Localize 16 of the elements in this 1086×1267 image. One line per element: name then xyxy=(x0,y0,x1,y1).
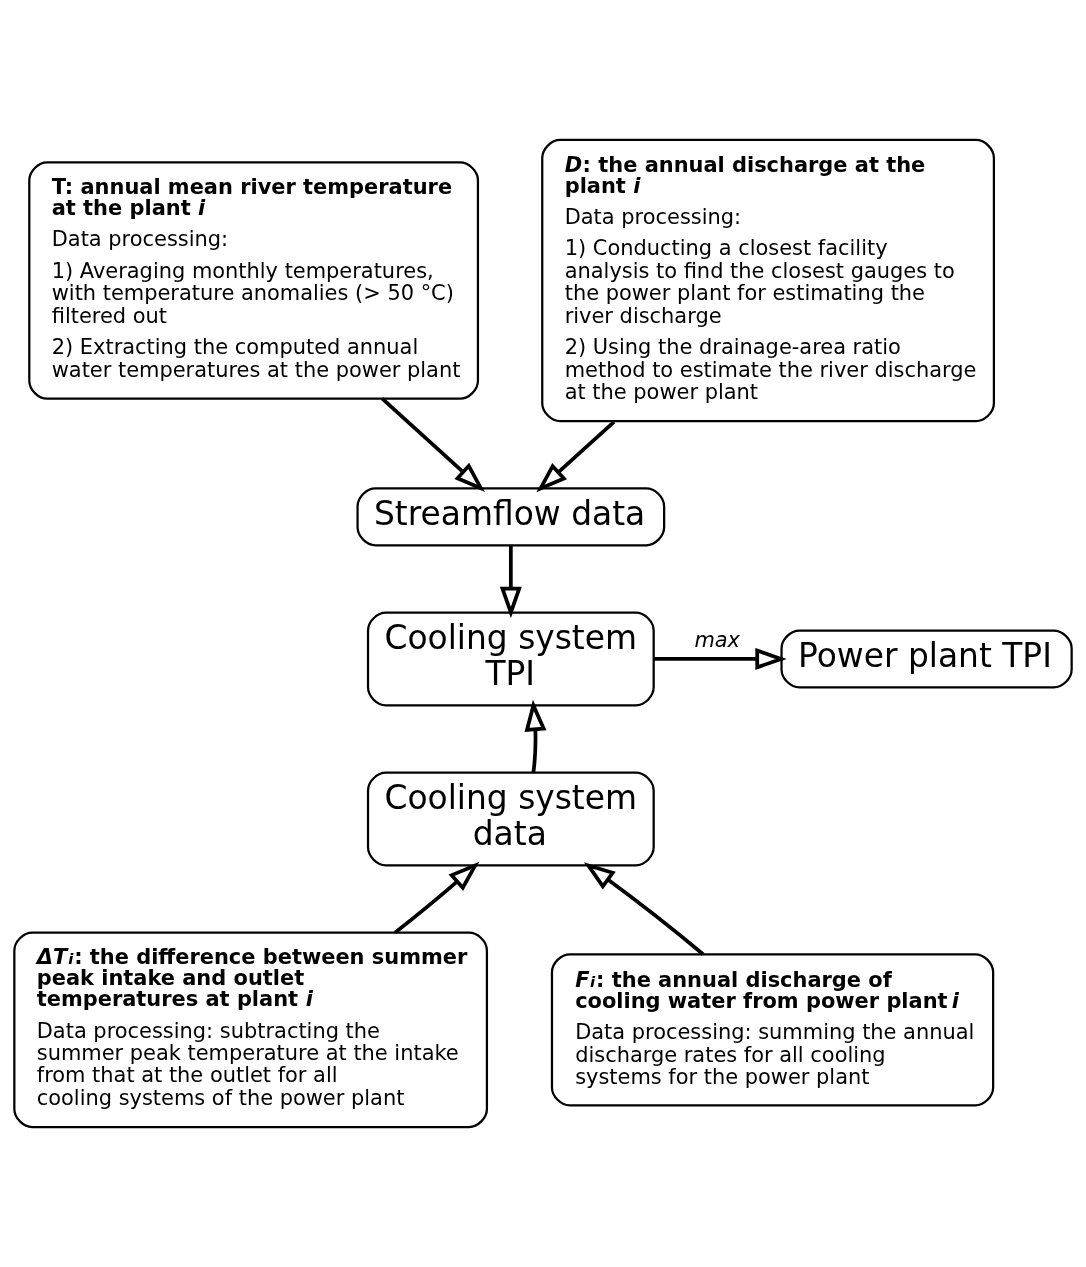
node-box: Fi: the annual discharge of cooling water from power plant i Data processing: summing the annual discharge rates for all cooling systems for the power plant xyxy=(550,953,995,1107)
arrow xyxy=(583,862,705,956)
arrow xyxy=(380,397,486,492)
node-box: Streamflow data xyxy=(356,487,666,547)
node-box: ΔTi: the difference between summer peak intake and outlet temperatures at plant i Data processing: subtracting the summer peak temperature at the intake from that at the outlet for all cooling systems of the power plant xyxy=(13,931,489,1129)
arrow xyxy=(653,647,787,670)
node-box: Cooling system data xyxy=(366,771,655,867)
arrow xyxy=(524,699,547,773)
arrow xyxy=(536,420,616,493)
node-box: Cooling system TPI xyxy=(366,611,655,707)
edge-label: max xyxy=(694,628,741,653)
node-box: T: annual mean river temperature at the plant i Data processing: 1) Averaging monthly temperatures, with temperature anomalies (> 50 °C) filtered out 2) Extracting the computed annual water temperatures at the power plant xyxy=(28,161,480,400)
node-box: Power plant TPI xyxy=(780,629,1073,689)
arrow xyxy=(499,545,522,619)
node-box: D: the annual discharge at the plant i Data processing: 1) Conducting a closest facility analysis to find the closest gauges to the power plant for estimating the river discharge 2) Using the drainage-area ratio method to estimate the river discharge at the power plant xyxy=(541,138,995,423)
arrow xyxy=(394,861,480,934)
